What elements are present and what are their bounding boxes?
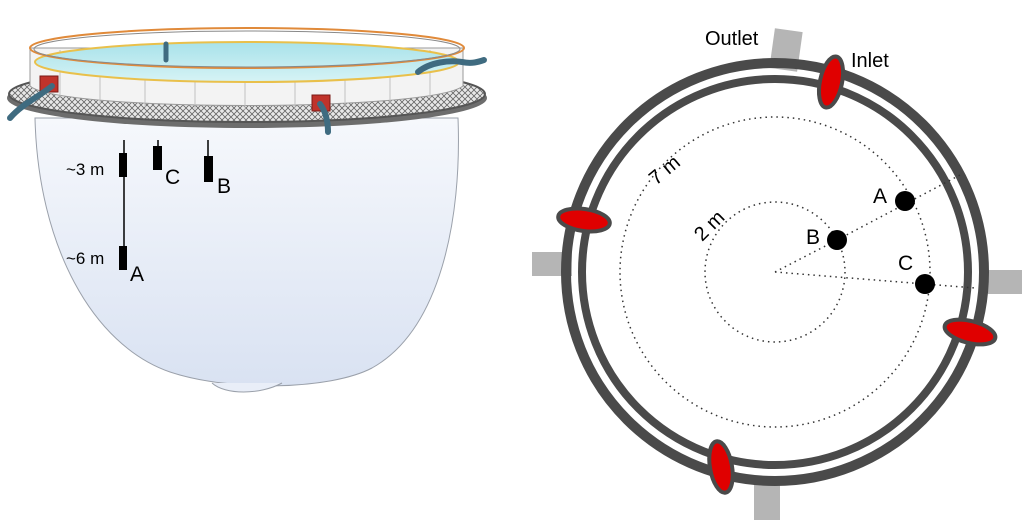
sensor-upper-3m bbox=[119, 153, 127, 177]
top-label-b: B bbox=[806, 226, 820, 249]
ray-to-b bbox=[774, 239, 838, 273]
pipe-front bbox=[317, 101, 331, 135]
pipe-right bbox=[415, 57, 487, 75]
inner-ring bbox=[578, 75, 972, 469]
side-view: ~3 m ~6 m A C B bbox=[7, 27, 487, 393]
circle-7m bbox=[619, 116, 931, 428]
depth-label-3m: ~3 m bbox=[66, 160, 104, 179]
cage-rim bbox=[29, 27, 465, 69]
outlet-pipe-right bbox=[988, 270, 1022, 294]
ray-a-outward bbox=[836, 174, 961, 241]
top-view: Outlet Inlet 7 m 2 m A B C bbox=[532, 28, 1022, 520]
top-label-a: A bbox=[873, 185, 887, 208]
sensor-a-dot bbox=[895, 191, 915, 211]
net-bag bbox=[34, 117, 459, 387]
side-label-b: B bbox=[217, 175, 231, 198]
sensor-c bbox=[153, 146, 162, 170]
ray-to-c bbox=[774, 271, 976, 289]
inlet-label: Inlet bbox=[851, 50, 889, 72]
radius-label-2m: 2 m bbox=[690, 207, 729, 246]
outlet-label: Outlet bbox=[705, 28, 759, 50]
depth-label-6m: ~6 m bbox=[66, 249, 104, 268]
sensor-b-dot bbox=[827, 230, 847, 250]
circle-2m bbox=[704, 201, 846, 343]
side-label-a: A bbox=[130, 263, 144, 286]
outer-ring bbox=[561, 58, 989, 486]
inlet-marker-left bbox=[556, 206, 612, 234]
pipe-left bbox=[7, 83, 55, 121]
radius-label-7m: 7 m bbox=[645, 151, 685, 189]
sensor-b bbox=[204, 156, 213, 182]
inlet-marker-top bbox=[816, 54, 846, 110]
cage-rim-inner bbox=[33, 30, 461, 68]
sensor-a bbox=[119, 246, 127, 270]
inlet-marker-bottom bbox=[707, 439, 735, 495]
inlet-marker-right bbox=[942, 317, 998, 347]
sensor-c-dot bbox=[915, 274, 935, 294]
top-label-c: C bbox=[898, 252, 913, 275]
side-label-c: C bbox=[165, 166, 180, 189]
net-bag-bottom-knob bbox=[211, 382, 283, 393]
